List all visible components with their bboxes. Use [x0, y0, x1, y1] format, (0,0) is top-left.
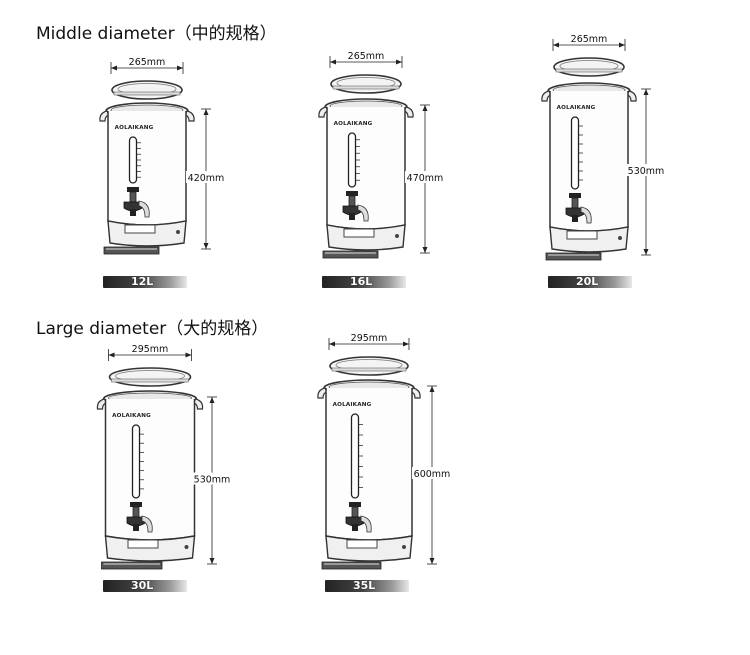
- height-dimension: 420mm: [186, 108, 226, 250]
- width-label: 265mm: [348, 51, 385, 62]
- capacity-badge-35l: 35L: [325, 580, 409, 592]
- boiler-body: AOLAIKANG: [541, 82, 637, 261]
- height-dimension: 470mm: [405, 104, 445, 254]
- height-label: 530mm: [628, 166, 665, 177]
- boiler-body: AOLAIKANG: [317, 379, 421, 570]
- section-title-large-diameter: Large diameter（大的规格）: [36, 319, 269, 339]
- water-level-gauge: [350, 413, 363, 499]
- capacity-label: 12L: [131, 275, 154, 288]
- capacity-badge-30l: 30L: [103, 580, 187, 592]
- capacity-label: 16L: [350, 275, 373, 288]
- width-label: 265mm: [571, 34, 608, 45]
- lid: [108, 367, 192, 387]
- water-level-gauge: [347, 132, 360, 188]
- height-label: 530mm: [194, 475, 231, 486]
- tap-icon: [126, 502, 153, 533]
- water-level-gauge: [128, 136, 141, 184]
- height-dimension: 530mm: [192, 396, 232, 565]
- lid: [111, 80, 183, 100]
- height-dimension: 600mm: [412, 385, 452, 565]
- capacity-badge-12l: 12L: [103, 276, 187, 288]
- brand-label: AOLAIKANG: [115, 125, 154, 131]
- capacity-label: 30L: [131, 579, 154, 592]
- width-dimension: 265mm: [329, 51, 403, 68]
- height-label: 470mm: [407, 173, 444, 184]
- height-label: 600mm: [414, 469, 451, 480]
- brand-label: AOLAIKANG: [334, 121, 373, 127]
- height-dimension: 530mm: [626, 88, 666, 256]
- brand-label: AOLAIKANG: [333, 402, 372, 408]
- capacity-badge-16l: 16L: [322, 276, 406, 288]
- lid: [553, 57, 625, 77]
- brand-label: AOLAIKANG: [557, 105, 596, 111]
- width-dimension: 295mm: [108, 344, 192, 361]
- boiler-body: AOLAIKANG: [318, 98, 414, 259]
- width-dimension: 265mm: [552, 34, 626, 51]
- tap-icon: [342, 191, 369, 222]
- capacity-label: 20L: [576, 275, 599, 288]
- boiler-body: AOLAIKANG: [99, 102, 195, 255]
- capacity-badge-20l: 20L: [548, 276, 632, 288]
- brand-label: AOLAIKANG: [112, 413, 151, 419]
- width-label: 265mm: [129, 57, 166, 68]
- height-label: 420mm: [188, 173, 225, 184]
- water-level-gauge: [131, 424, 144, 499]
- lid: [330, 74, 402, 94]
- width-dimension: 265mm: [110, 57, 184, 74]
- tap-icon: [565, 193, 592, 224]
- width-label: 295mm: [132, 344, 169, 355]
- width-dimension: 295mm: [328, 333, 410, 350]
- boiler-body: AOLAIKANG: [96, 390, 204, 570]
- lid: [329, 356, 409, 376]
- width-label: 295mm: [351, 333, 388, 344]
- water-level-gauge: [570, 116, 583, 190]
- tap-icon: [123, 187, 150, 218]
- capacity-label: 35L: [353, 579, 376, 592]
- tap-icon: [345, 502, 372, 533]
- section-title-middle-diameter: Middle diameter（中的规格）: [36, 24, 277, 44]
